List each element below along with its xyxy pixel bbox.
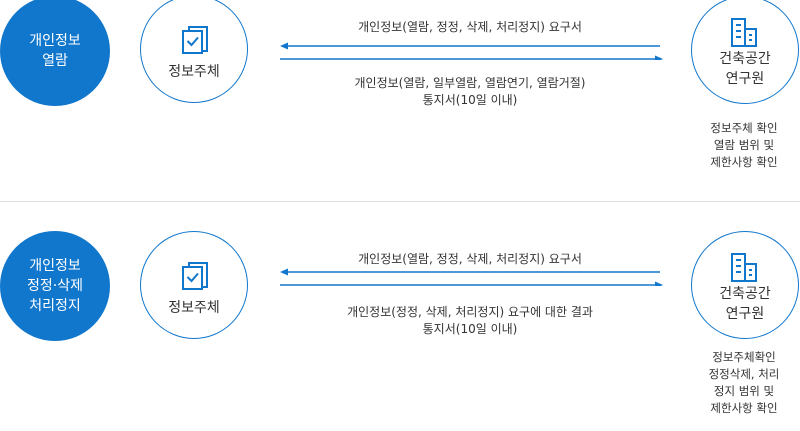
subject-label: 정보주체	[168, 64, 220, 80]
subject-label: 정보주체	[168, 300, 220, 316]
institute-note: 정보주체확인 정정삭제, 처리 정지 범위 및 제한사항 확인	[708, 350, 780, 415]
request-text: 개인정보(열람, 정정, 삭제, 처리정지) 요구서	[358, 252, 582, 266]
institute-note: 정보주체 확인 열람 범위 및 제한사항 확인	[710, 121, 778, 169]
institute-label: 건축공간 연구원	[719, 51, 771, 87]
flow-arrows	[278, 40, 664, 60]
institute-node: 건축공간 연구원	[691, 231, 799, 339]
process-row-correction: 개인정보 정정·삭제 처리정지 정보주체 개인정보(열람, 정정, 삭제, 처리…	[0, 231, 800, 431]
request-text: 개인정보(열람, 정정, 삭제, 처리정지) 요구서	[358, 20, 582, 34]
subject-node: 정보주체	[140, 0, 248, 103]
process-tag-view: 개인정보 열람	[0, 0, 110, 106]
building-icon	[731, 253, 757, 282]
response-text: 개인정보(열람, 일부열람, 열람연기, 열람거절) 통지서(10일 이내)	[354, 76, 586, 107]
response-text: 개인정보(정정, 삭제, 처리정지) 요구에 대한 결과 통지서(10일 이내)	[347, 305, 593, 336]
process-row-view: 개인정보 열람 정보주체 개인정보(열람, 정정, 삭제, 처리정지) 요구서 …	[0, 0, 800, 200]
institute-node: 건축공간 연구원	[691, 0, 799, 104]
process-tag-correction: 개인정보 정정·삭제 처리정지	[0, 231, 110, 341]
institute-label: 건축공간 연구원	[719, 286, 771, 322]
building-icon	[731, 18, 757, 47]
section-divider	[0, 201, 800, 202]
subject-node: 정보주체	[140, 231, 248, 339]
document-check-icon	[182, 26, 208, 54]
flow-arrows	[278, 266, 664, 286]
document-check-icon	[182, 262, 208, 290]
